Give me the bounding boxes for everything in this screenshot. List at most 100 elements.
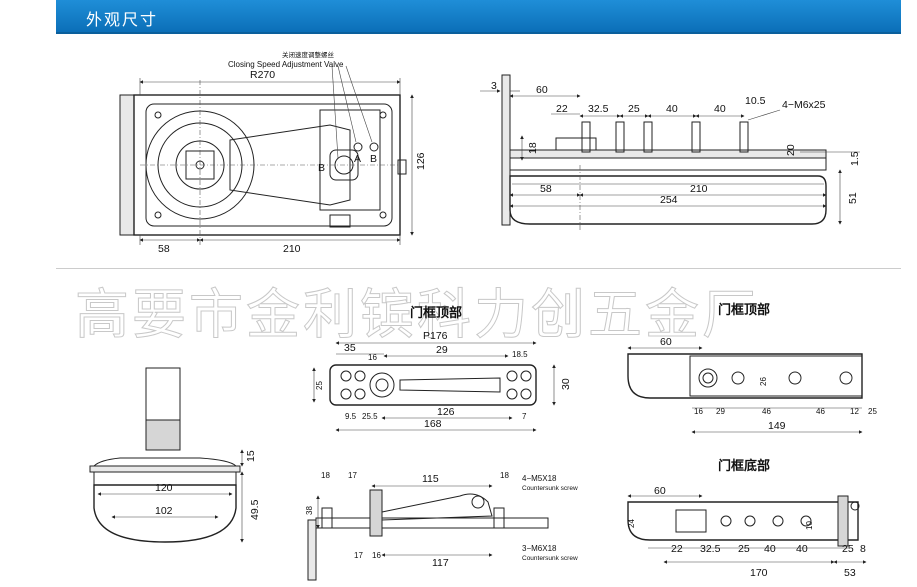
frame-top-arm-view: 门框顶部 P176 35 16 29 18.5 25 30 9.5 25.5 1…: [312, 305, 572, 432]
dim-15: 15: [245, 450, 257, 462]
dim-115: 115: [422, 473, 439, 485]
section-divider: [56, 268, 901, 269]
dim-149: 149: [768, 420, 786, 432]
side-top-plate: [509, 149, 827, 159]
frame-top-plate-view: 门框顶部 60 26 16 29 46 46 12 25 149: [627, 302, 877, 434]
dim-22-bottom: 22: [671, 543, 683, 555]
valve-b2-label: B: [318, 162, 325, 174]
dim-9-5: 9.5: [345, 412, 357, 421]
dim-40a-bottom: 40: [764, 543, 776, 555]
section-title: 外观尺寸: [86, 10, 159, 29]
side-frame-post: [501, 74, 511, 226]
screw-spec-top: 4−M6x25: [782, 99, 826, 111]
dim-1-5: 1.5: [849, 151, 861, 166]
dim-60: 60: [536, 84, 548, 96]
dim-18: 18: [527, 142, 539, 154]
side-bolts: [581, 121, 749, 153]
plan-view: A B B 关闭速度调整螺丝 Closing Speed Adjustment …: [119, 50, 427, 255]
screw-spec-m6: 3−M6X18: [522, 544, 557, 553]
dim-60-bottom: 60: [654, 485, 666, 497]
dim-210: 210: [283, 243, 301, 255]
dim-20: 20: [785, 144, 797, 156]
dim-25-frame: 25: [315, 381, 324, 390]
screw-spec-m5: 4−M5X18: [522, 474, 557, 483]
watermark-text: 高要市金利镔科力创五金厂: [75, 283, 759, 347]
dim-117: 117: [432, 557, 449, 569]
section-header: 外观尺寸: [56, 0, 901, 34]
dim-40a: 40: [666, 103, 678, 115]
dim-26: 26: [759, 377, 768, 386]
frame-bottom-title: 门框底部: [718, 458, 770, 474]
frame-bottom-view: 门框底部 60 24 10 22 32.5 25 40 40 25 8 170 …: [627, 458, 867, 579]
dim-16-plate: 16: [694, 407, 703, 416]
valve-a-label: A: [354, 153, 361, 165]
dim-18-side-b: 18: [500, 471, 509, 480]
dim-18-5: 18.5: [512, 350, 528, 359]
dim-170: 170: [750, 567, 768, 579]
dim-17-side-b: 17: [354, 551, 363, 560]
front-view: 120 102 15 49.5: [89, 367, 261, 543]
frame-side-post: [307, 519, 317, 581]
dim-126-frame: 126: [437, 406, 455, 418]
dim-58: 58: [158, 243, 170, 255]
dim-16-side: 16: [372, 551, 381, 560]
dim-168: 168: [424, 418, 442, 430]
dim-30: 30: [560, 378, 572, 390]
dim-3: 3: [491, 80, 497, 92]
dim-38: 38: [305, 506, 314, 515]
dim-210b: 210: [690, 183, 708, 195]
valve-b-label: B: [370, 153, 377, 165]
frame-side-view: 18 17 115 18 4−M5X18 Countersunk screw 3…: [305, 471, 578, 581]
screw-spec-m5-sub: Countersunk screw: [522, 485, 578, 492]
dim-254: 254: [660, 194, 678, 206]
dim-25-5: 25.5: [362, 412, 378, 421]
dim-58b: 58: [540, 183, 552, 195]
dim-8: 8: [860, 543, 866, 555]
dim-24: 24: [627, 519, 636, 528]
dim-17-side-a: 17: [348, 471, 357, 480]
dim-120: 120: [155, 482, 173, 494]
dim-102: 102: [155, 505, 173, 517]
dim-40b: 40: [714, 103, 726, 115]
dim-18-side-a: 18: [321, 471, 330, 480]
dim-32-5-bottom: 32.5: [700, 543, 721, 555]
valve-a: [353, 142, 363, 152]
plan-left-bracket: [119, 94, 135, 236]
frame-top-plate: [627, 353, 863, 399]
frame-top-title-2: 门框顶部: [718, 302, 770, 318]
dim-22: 22: [556, 103, 568, 115]
dim-p176: P176: [423, 330, 448, 342]
frame-arm-body: [329, 364, 537, 406]
plan-body: [133, 94, 401, 236]
dim-46b: 46: [816, 407, 825, 416]
dim-25: 25: [628, 103, 640, 115]
dim-29: 29: [436, 344, 448, 356]
plan-valve-block: [319, 109, 381, 211]
dim-25-plate: 25: [868, 407, 877, 416]
dim-29-plate: 29: [716, 407, 725, 416]
dim-35: 35: [344, 342, 356, 354]
side-view: 3 60 22 32.5 25 40 40 10.5 4−M6x25 18 20: [480, 74, 861, 232]
dim-46a: 46: [762, 407, 771, 416]
dim-126: 126: [415, 152, 427, 170]
dim-12: 12: [850, 407, 859, 416]
dim-49-5: 49.5: [249, 499, 261, 520]
front-body: [93, 484, 237, 543]
side-body: [509, 175, 827, 225]
dim-25b-bottom: 25: [842, 543, 854, 555]
dim-51: 51: [847, 192, 859, 204]
frame-bottom-plate: [627, 501, 859, 541]
dim-25a-bottom: 25: [738, 543, 750, 555]
dim-16: 16: [368, 353, 377, 362]
dim-60-plate: 60: [660, 336, 672, 348]
valve-b: [369, 142, 379, 152]
dim-7: 7: [522, 412, 527, 421]
dim-10: 10: [805, 521, 814, 530]
dim-40b-bottom: 40: [796, 543, 808, 555]
dim-53: 53: [844, 567, 856, 579]
dim-32-5: 32.5: [588, 103, 609, 115]
screw-spec-m6-sub: Countersunk screw: [522, 555, 578, 562]
valve-label-en: Closing Speed Adjustment Valve: [228, 60, 344, 69]
frame-top-title-1: 门框顶部: [410, 305, 462, 321]
